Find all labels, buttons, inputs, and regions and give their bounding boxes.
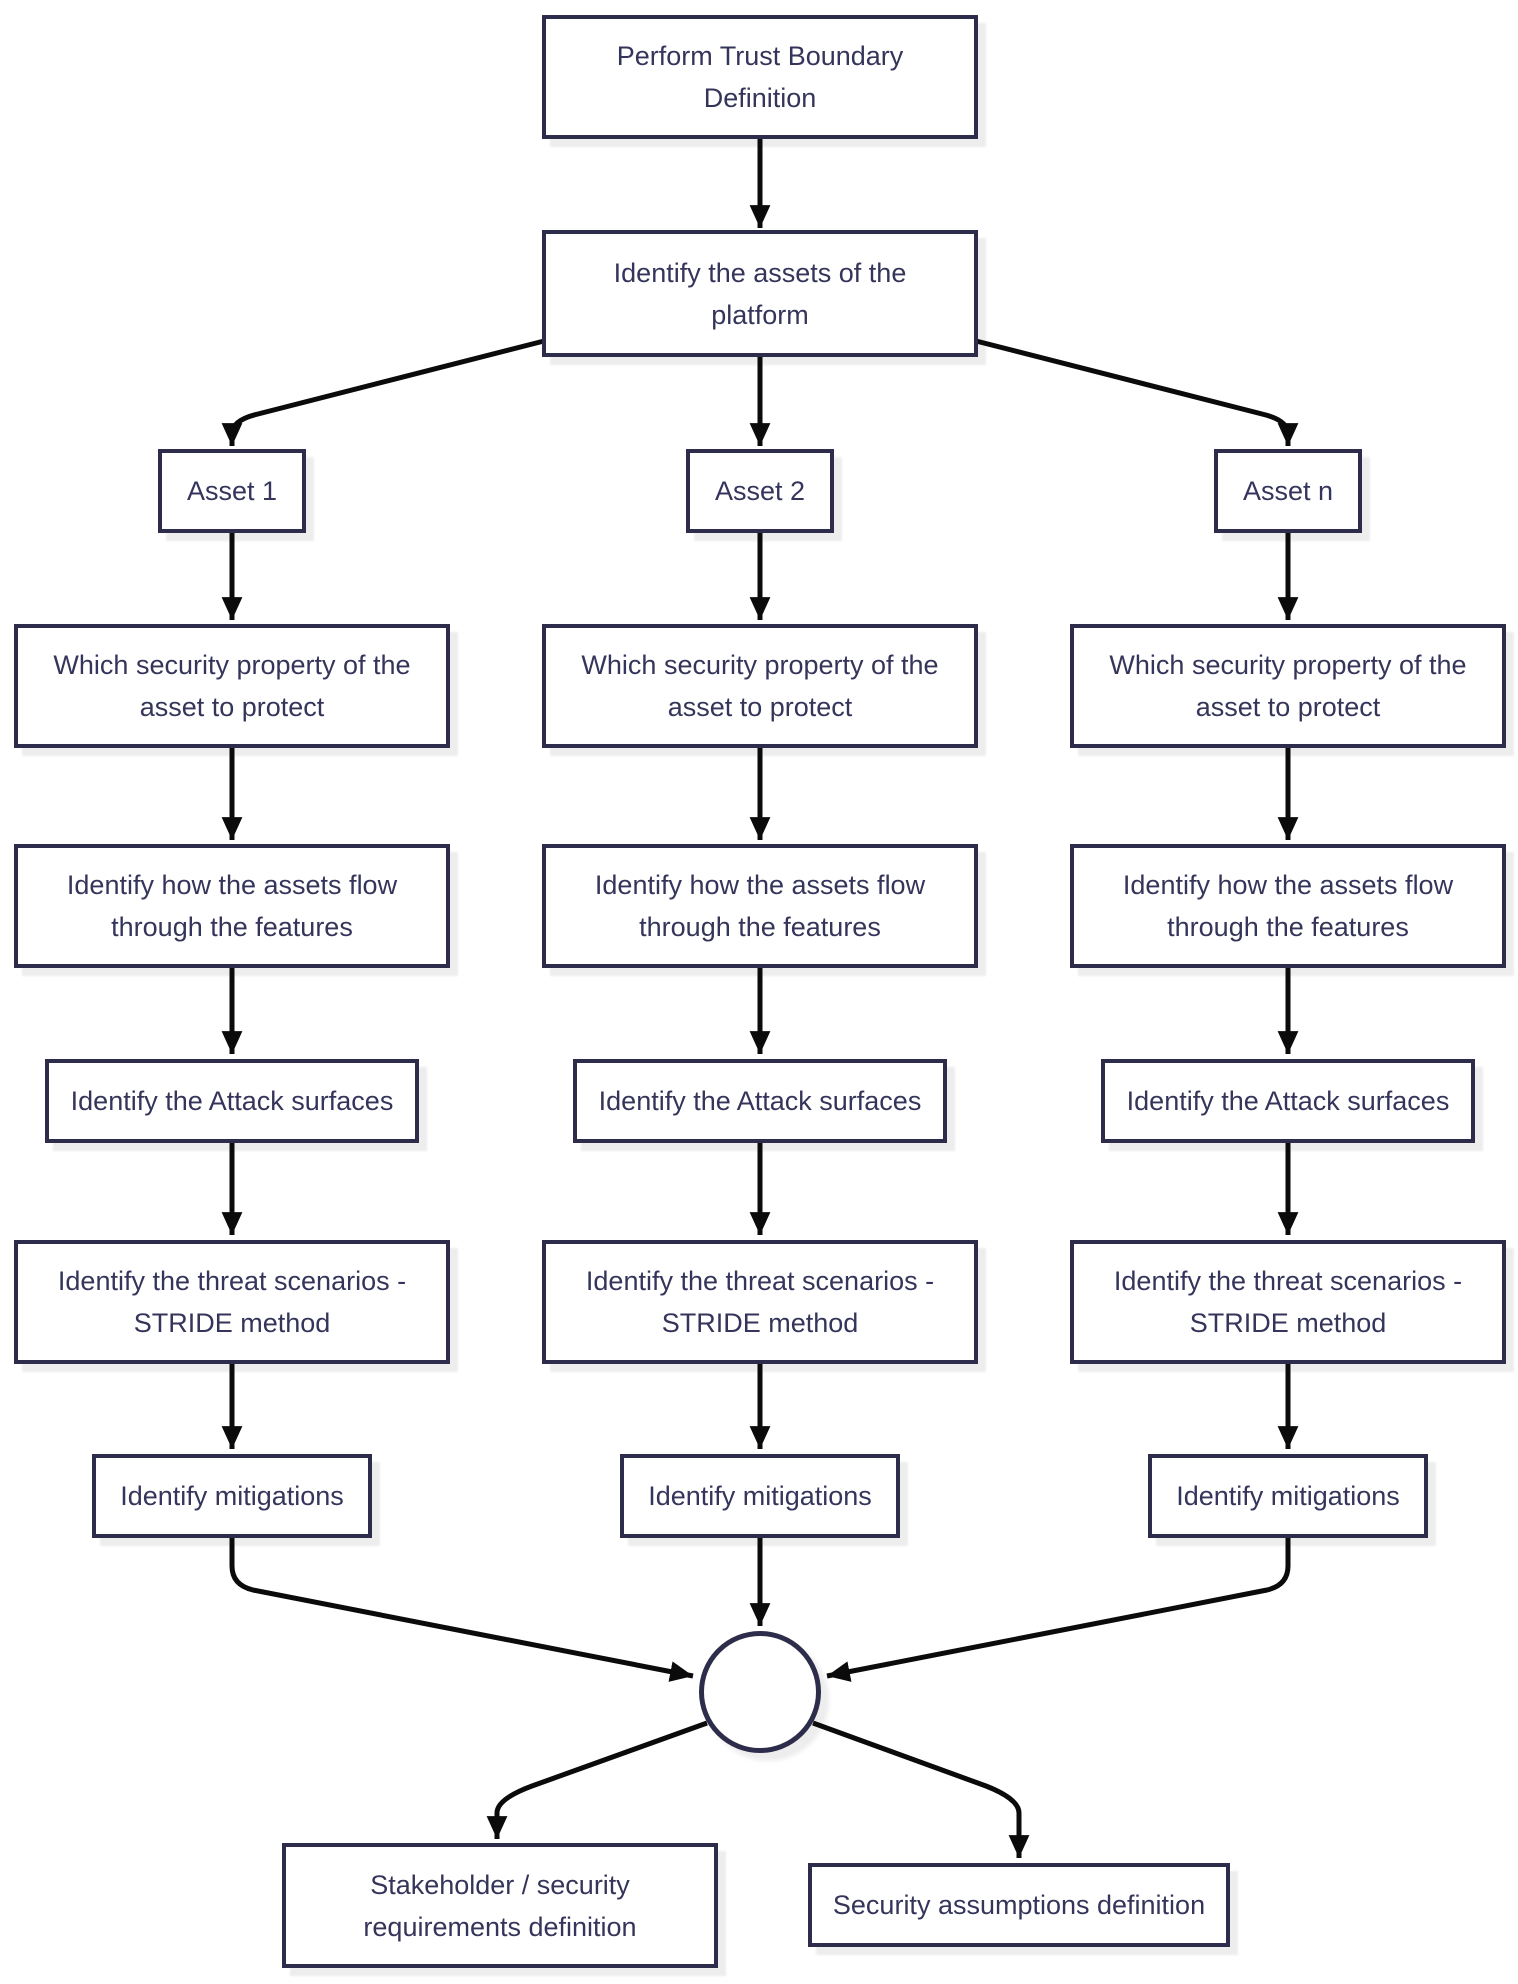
- node-asset-flow-2-label: Identify how the assets flow through the…: [594, 870, 926, 942]
- node-threat-scenarios-2: Identify the threat scenarios - STRIDE m…: [542, 1240, 978, 1364]
- node-asset-flow-n-label: Identify how the assets flow through the…: [1122, 870, 1454, 942]
- edge-junction-to-assumptions: [812, 1720, 1030, 1858]
- node-threat-scenarios-1-label: Identify the threat scenarios - STRIDE m…: [57, 1266, 407, 1338]
- node-stakeholder-requirements-label: Stakeholder / security requirements defi…: [363, 1869, 637, 1942]
- edge-mitigations1-to-junction: [229, 1538, 694, 1682]
- edge-assets-to-asset1: [221, 338, 545, 446]
- node-attack-surfaces-2-label: Identify the Attack surfaces: [598, 1086, 922, 1116]
- node-mitigations-2: Identify mitigations: [620, 1454, 900, 1538]
- edge-assets-to-assetn: [975, 338, 1299, 446]
- node-threat-scenarios-2-label: Identify the threat scenarios - STRIDE m…: [585, 1266, 935, 1338]
- node-attack-surfaces-2: Identify the Attack surfaces: [573, 1059, 947, 1143]
- node-threat-scenarios-1: Identify the threat scenarios - STRIDE m…: [14, 1240, 450, 1364]
- node-mitigations-2-label: Identify mitigations: [648, 1481, 872, 1511]
- node-attack-surfaces-n-label: Identify the Attack surfaces: [1126, 1086, 1450, 1116]
- node-asset-2: Asset 2: [686, 449, 834, 533]
- node-security-property-1-label: Which security property of the asset to …: [53, 650, 411, 722]
- node-mitigations-1-label: Identify mitigations: [120, 1481, 344, 1511]
- node-security-property-2-label: Which security property of the asset to …: [581, 650, 939, 722]
- node-security-property-n-label: Which security property of the asset to …: [1109, 650, 1467, 722]
- node-asset-flow-1-label: Identify how the assets flow through the…: [66, 870, 398, 942]
- node-asset-flow-1: Identify how the assets flow through the…: [14, 844, 450, 968]
- node-threat-scenarios-n: Identify the threat scenarios - STRIDE m…: [1070, 1240, 1506, 1364]
- node-security-assumptions-label: Security assumptions definition: [832, 1890, 1206, 1920]
- node-identify-assets: Identify the assets of the platform: [542, 230, 978, 357]
- node-attack-surfaces-n: Identify the Attack surfaces: [1101, 1059, 1475, 1143]
- node-security-property-2: Which security property of the asset to …: [542, 624, 978, 748]
- node-asset-flow-2: Identify how the assets flow through the…: [542, 844, 978, 968]
- node-mitigations-n: Identify mitigations: [1148, 1454, 1428, 1538]
- node-identify-assets-label: Identify the assets of the platform: [613, 257, 907, 330]
- node-stakeholder-requirements: Stakeholder / security requirements defi…: [282, 1843, 718, 1968]
- node-asset-1: Asset 1: [158, 449, 306, 533]
- node-asset-1-label: Asset 1: [186, 476, 278, 506]
- node-attack-surfaces-1-label: Identify the Attack surfaces: [70, 1086, 394, 1116]
- node-trust-boundary: Perform Trust Boundary Definition: [542, 15, 978, 139]
- node-asset-flow-n: Identify how the assets flow through the…: [1070, 844, 1506, 968]
- node-threat-scenarios-n-label: Identify the threat scenarios - STRIDE m…: [1113, 1266, 1463, 1338]
- merge-junction-circle: [699, 1631, 821, 1753]
- node-security-assumptions: Security assumptions definition: [808, 1863, 1230, 1947]
- node-mitigations-n-label: Identify mitigations: [1176, 1481, 1400, 1511]
- edge-mitigationsn-to-junction: [826, 1538, 1291, 1682]
- node-asset-n-label: Asset n: [1242, 476, 1334, 506]
- node-attack-surfaces-1: Identify the Attack surfaces: [45, 1059, 419, 1143]
- node-trust-boundary-label: Perform Trust Boundary Definition: [616, 41, 904, 113]
- edge-junction-to-stakeholder: [486, 1720, 708, 1839]
- node-security-property-1: Which security property of the asset to …: [14, 624, 450, 748]
- node-mitigations-1: Identify mitigations: [92, 1454, 372, 1538]
- node-asset-n: Asset n: [1214, 449, 1362, 533]
- node-asset-2-label: Asset 2: [714, 476, 806, 506]
- node-security-property-n: Which security property of the asset to …: [1070, 624, 1506, 748]
